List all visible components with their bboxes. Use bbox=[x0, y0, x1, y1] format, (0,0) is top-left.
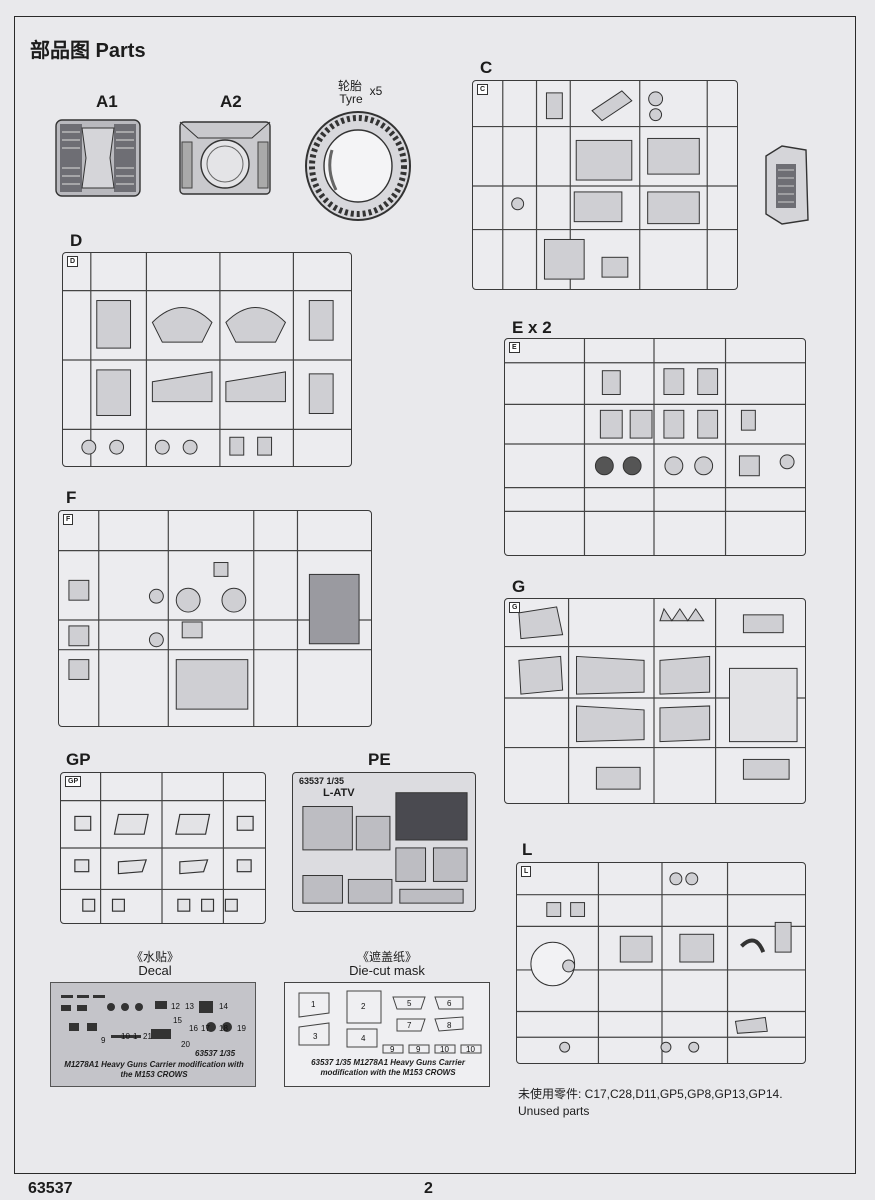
tyre-quantity: x5 bbox=[369, 84, 383, 98]
mask-title-en: Die-cut mask bbox=[349, 963, 425, 978]
mask-num-10b: 10 bbox=[466, 1045, 475, 1054]
part-a1 bbox=[54, 118, 142, 198]
mask-sheet: 1 2 3 4 5 6 7 8 9 9 10 10 63537 1/35 M12… bbox=[284, 982, 490, 1087]
tyre-part bbox=[304, 110, 412, 222]
label-sprue-d: D bbox=[70, 231, 83, 250]
mask-num-6: 6 bbox=[447, 999, 452, 1008]
decal-num-12: 12 bbox=[171, 1002, 180, 1011]
mask-num-8: 8 bbox=[447, 1021, 452, 1030]
part-c-hood bbox=[762, 142, 810, 228]
mask-num-4: 4 bbox=[361, 1034, 366, 1043]
decal-num-16: 16 bbox=[189, 1024, 198, 1033]
sprue-gp: GP bbox=[60, 772, 266, 924]
sprue-c: C bbox=[472, 80, 738, 290]
decal-caption: M1278A1 Heavy Guns Carrier modification … bbox=[64, 1060, 244, 1079]
decal-title-en: Decal bbox=[138, 963, 172, 978]
decal-num-14: 14 bbox=[219, 1002, 228, 1011]
decal-num-18: 18 bbox=[219, 1024, 228, 1033]
unused-parts-en: Unused parts bbox=[518, 1104, 590, 1118]
sprue-tag-gp: GP bbox=[65, 776, 82, 787]
label-sprue-gp: GP bbox=[66, 750, 91, 769]
pe-fret: 63537 1/35 L-ATV bbox=[292, 772, 476, 912]
mask-num-10a: 10 bbox=[440, 1045, 449, 1054]
decal-num-1: 1 bbox=[133, 1032, 138, 1041]
part-a2 bbox=[178, 118, 272, 198]
label-sprue-f: F bbox=[66, 488, 77, 507]
label-sprue-c: C bbox=[480, 58, 493, 77]
sprue-tag-e: E bbox=[509, 342, 520, 353]
label-a1: A1 bbox=[96, 92, 118, 111]
mask-num-7: 7 bbox=[407, 1021, 412, 1030]
sprue-tag-l: L bbox=[521, 866, 532, 877]
tyre-label-en: Tyre bbox=[339, 92, 363, 106]
decal-sheet: 12 13 14 15 16 17 18 19 20 21 10 1 9 635… bbox=[50, 982, 256, 1087]
mask-num-1: 1 bbox=[311, 1000, 316, 1009]
label-sprue-pe: PE bbox=[368, 750, 391, 769]
sprue-tag-c: C bbox=[477, 84, 489, 95]
decal-code: 63537 1/35 bbox=[195, 1049, 236, 1058]
page-number: 2 bbox=[424, 1180, 433, 1197]
sprue-e: E bbox=[504, 338, 806, 556]
decal-num-13: 13 bbox=[185, 1002, 194, 1011]
sprue-g: G bbox=[504, 598, 806, 804]
decal-num-15: 15 bbox=[173, 1016, 182, 1025]
sprue-l: L bbox=[516, 862, 806, 1064]
label-a2: A2 bbox=[220, 92, 242, 111]
mask-title-cn: 《遮盖纸》 bbox=[356, 950, 417, 964]
sprue-f: F bbox=[58, 510, 372, 727]
mask-num-5: 5 bbox=[407, 999, 412, 1008]
decal-title-cn: 《水贴》 bbox=[130, 950, 179, 964]
mask-num-3: 3 bbox=[313, 1032, 318, 1041]
decal-num-17: 17 bbox=[201, 1024, 210, 1033]
decal-num-21: 21 bbox=[143, 1032, 152, 1041]
tyre-label-cn: 轮胎 bbox=[337, 79, 362, 93]
mask-caption: 63537 1/35 M1278A1 Heavy Guns Carrier mo… bbox=[311, 1058, 465, 1077]
mask-num-9a: 9 bbox=[390, 1045, 395, 1054]
sprue-d: D bbox=[62, 252, 352, 467]
page-title: 部品图 Parts bbox=[30, 40, 146, 62]
label-sprue-g: G bbox=[512, 577, 526, 596]
decal-num-20: 20 bbox=[181, 1040, 190, 1049]
unused-parts: 未使用零件: C17,C28,D11,GP5,GP8,GP13,GP14. Un… bbox=[518, 1086, 783, 1120]
label-sprue-e: E x 2 bbox=[512, 318, 552, 337]
label-sprue-l: L bbox=[522, 840, 533, 859]
unused-parts-cn: 未使用零件: C17,C28,D11,GP5,GP8,GP13,GP14. bbox=[518, 1087, 783, 1101]
pe-code: 63537 1/35 bbox=[299, 776, 345, 786]
sprue-tag-f: F bbox=[63, 514, 74, 525]
decal-num-10: 10 bbox=[121, 1032, 130, 1041]
decal-num-9: 9 bbox=[101, 1036, 106, 1045]
decal-num-19: 19 bbox=[237, 1024, 246, 1033]
mask-num-2: 2 bbox=[361, 1002, 366, 1011]
sprue-tag-d: D bbox=[67, 256, 79, 267]
mask-num-9b: 9 bbox=[416, 1045, 421, 1054]
page-frame bbox=[14, 16, 856, 1174]
product-code: 63537 bbox=[28, 1180, 73, 1197]
sprue-tag-g: G bbox=[509, 602, 521, 613]
pe-name: L-ATV bbox=[323, 787, 355, 799]
